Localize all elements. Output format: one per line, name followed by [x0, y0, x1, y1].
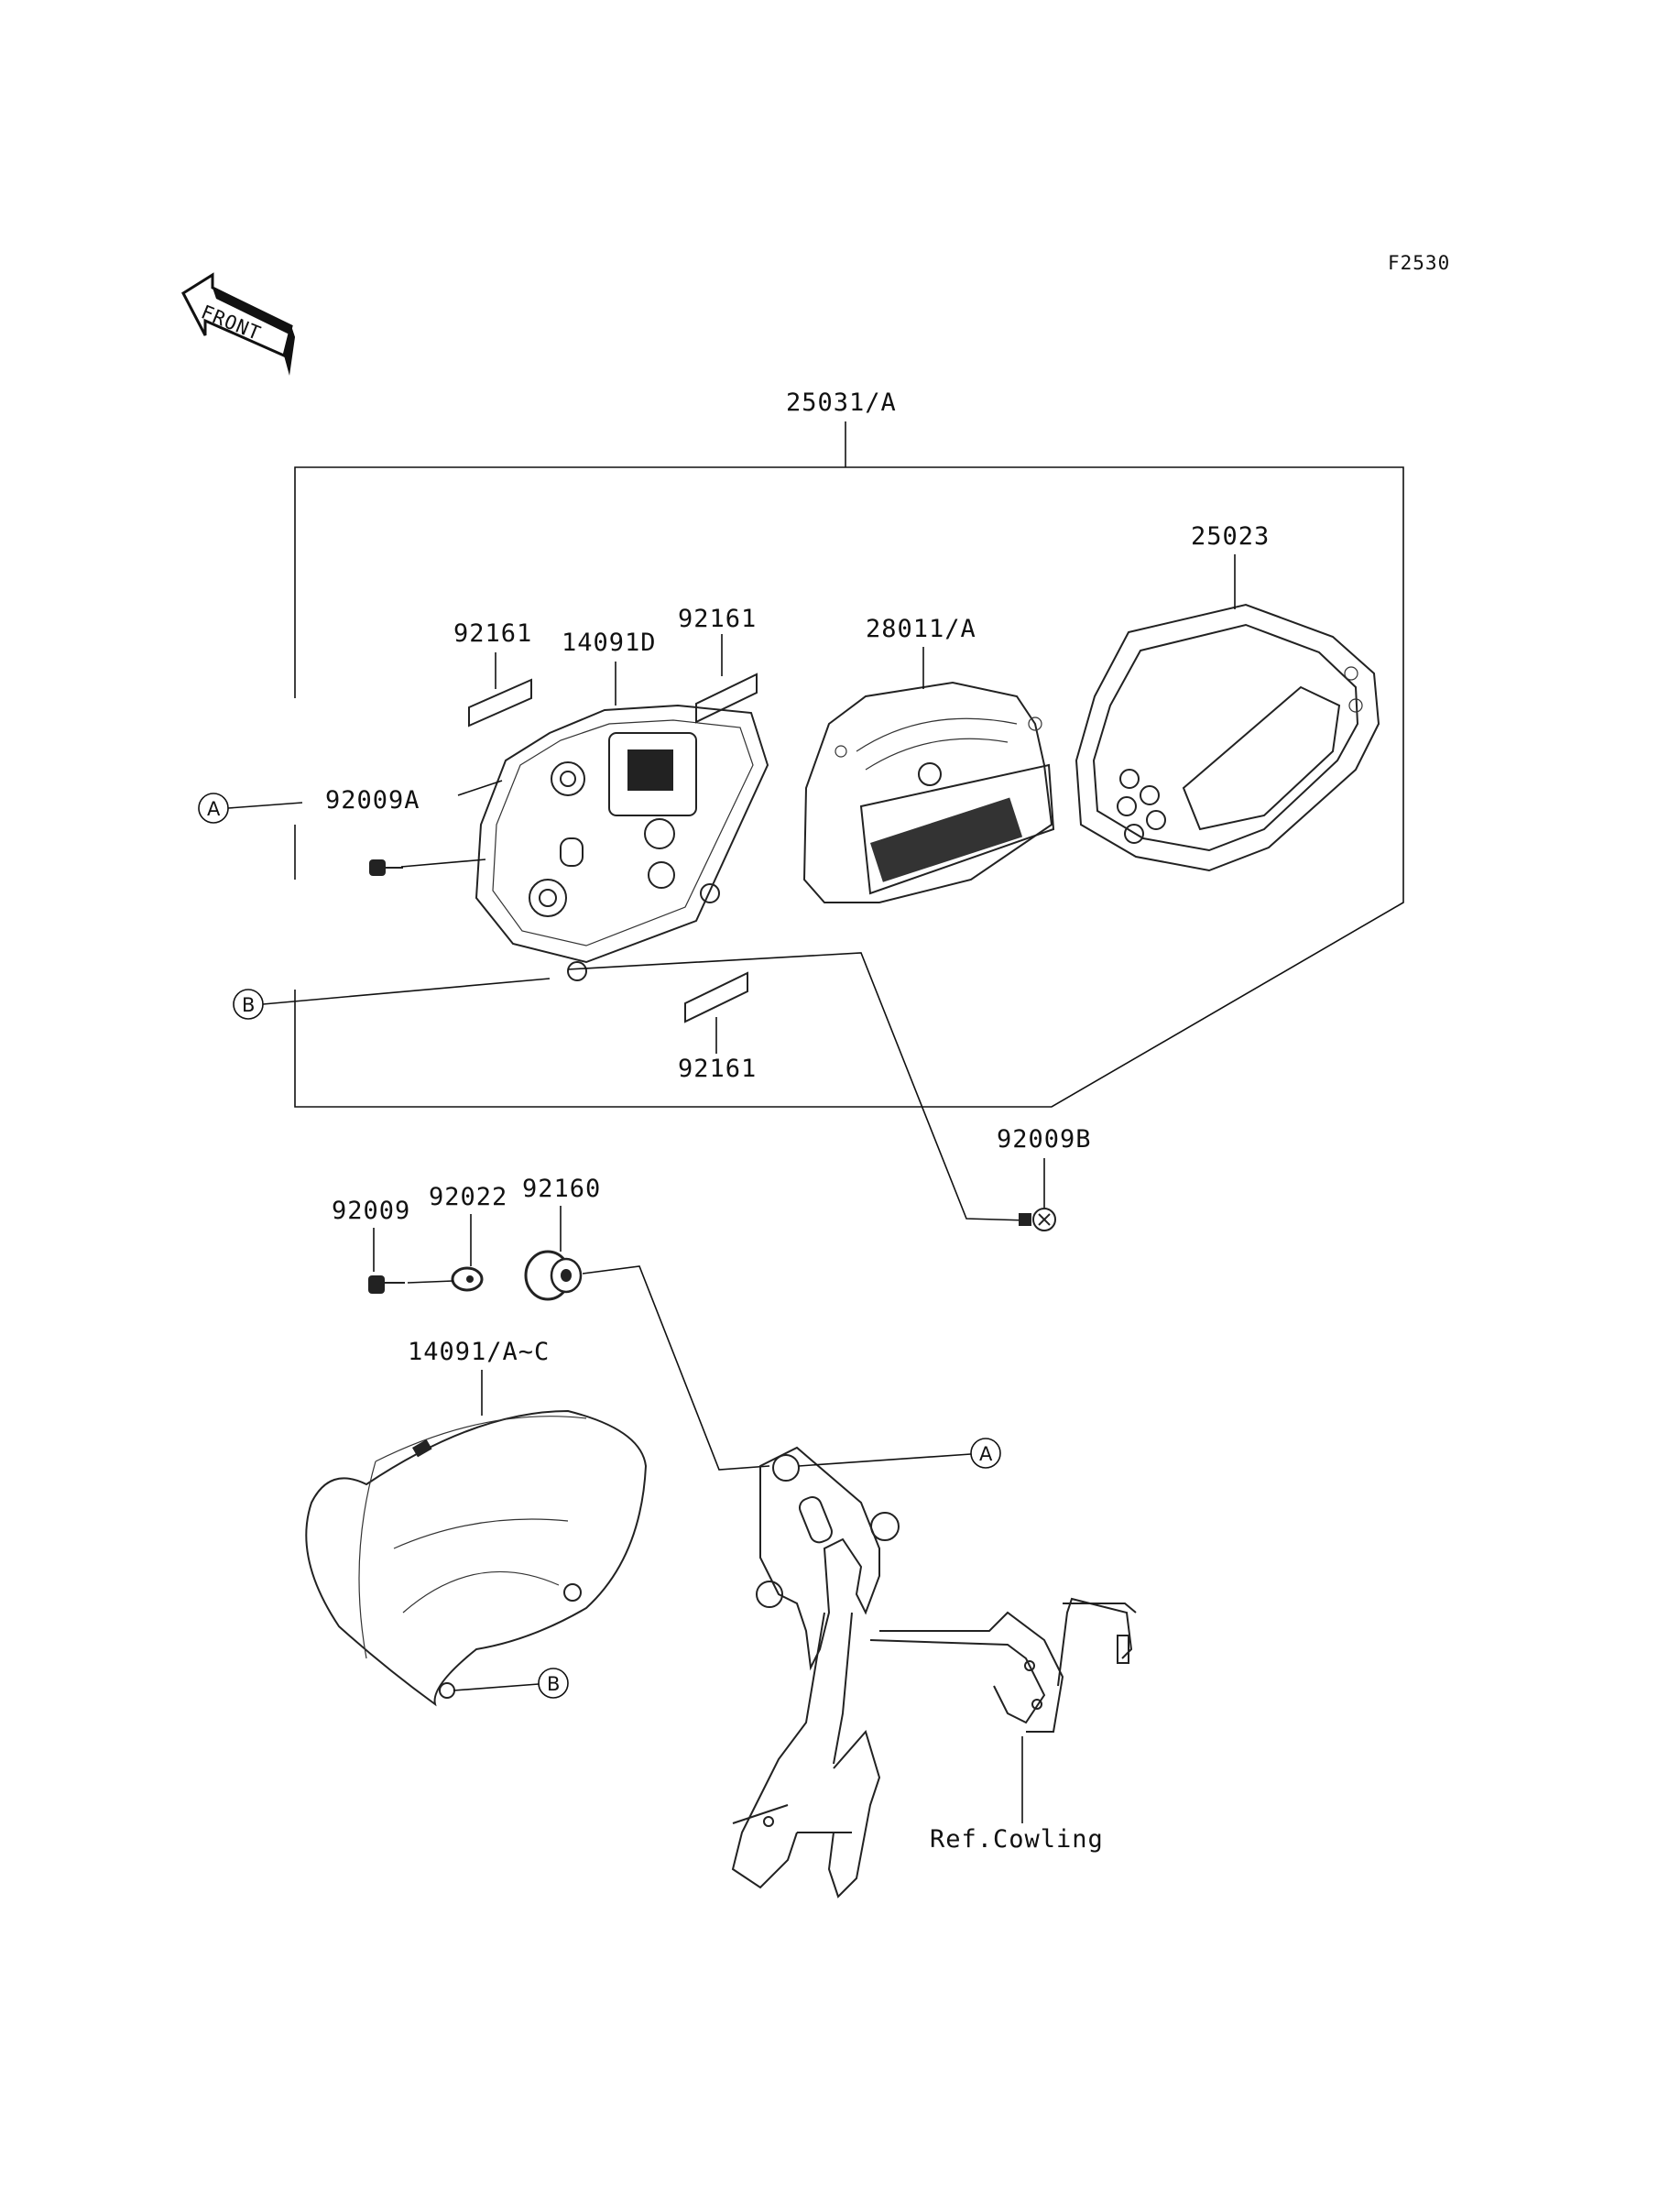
meter-unit: [802, 681, 1055, 903]
label-washer: 92022: [429, 1183, 507, 1211]
svg-text:A: A: [979, 1443, 993, 1465]
assembly-bracket: [294, 421, 1404, 1108]
label-lens-cover: 25023: [1191, 522, 1270, 551]
front-arrow-icon: FRONT: [181, 272, 295, 376]
label-screw-b: 92009B: [997, 1125, 1092, 1154]
label-sticker-bottom: 92161: [678, 1055, 757, 1083]
meter-cover: [305, 1409, 648, 1707]
sticker-right: [695, 673, 758, 724]
label-bolt: 92009: [332, 1197, 410, 1225]
sticker-bottom: [684, 971, 748, 1023]
callout-b-bottom: B: [453, 1668, 569, 1699]
label-meter-unit: 28011/A: [866, 615, 976, 643]
meter-bracket: [731, 1446, 1137, 1898]
label-ref-cowling: Ref.Cowling: [930, 1825, 1104, 1854]
grommet-92160: [524, 1250, 583, 1301]
screw-92009b: [1019, 1208, 1056, 1231]
label-cover: 14091/A~C: [408, 1338, 550, 1366]
label-sticker-right: 92161: [678, 605, 757, 633]
callout-a-top: A: [198, 793, 303, 824]
svg-text:A: A: [207, 798, 221, 820]
label-sticker-left: 92161: [453, 619, 532, 648]
label-screw-a: 92009A: [325, 786, 420, 815]
meter-case-lower: [475, 704, 769, 981]
svg-text:B: B: [242, 994, 255, 1016]
label-grommet: 92160: [522, 1175, 601, 1203]
svg-text:B: B: [547, 1673, 560, 1695]
sticker-left: [468, 678, 532, 728]
callout-a-bottom: A: [798, 1438, 1001, 1469]
washer-92022: [451, 1266, 484, 1292]
label-case-lower: 14091D: [562, 629, 657, 657]
figure-code: F2530: [1388, 252, 1450, 274]
bolt-92009: [368, 1275, 405, 1294]
callout-b-top: B: [233, 978, 551, 1020]
label-assembly: 25031/A: [786, 388, 897, 417]
lens-cover: [1075, 603, 1380, 872]
screw-92009a: [369, 859, 403, 876]
